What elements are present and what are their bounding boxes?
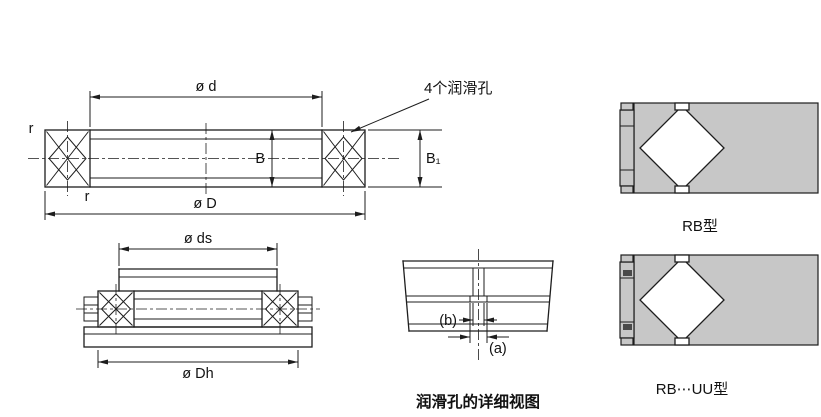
fillet-label-top: r (29, 121, 34, 137)
shaft-seat (118, 268, 278, 292)
detail-view-caption: 润滑孔的详细视图 (416, 392, 540, 411)
side-clamps (83, 296, 313, 322)
seals (623, 270, 632, 330)
fillet-label-bottom: r (85, 189, 90, 205)
rb-type-label: RB型 (682, 218, 718, 235)
lube-hole (469, 268, 488, 303)
right-roller-section (323, 131, 365, 186)
rb-uu-type-label: RB⋯UU型 (656, 381, 729, 398)
inner-ring-section (619, 254, 635, 346)
dim-width-B: B (255, 130, 275, 187)
main-section-view: ø d ø D B B₁ r r 4个润滑孔 (28, 79, 492, 220)
dim-a: (a) (448, 303, 509, 357)
lube-hole-detail-view: (b) (a) 润滑孔的详细视图 (402, 249, 554, 411)
housing-seat (83, 326, 313, 348)
dim-housing-seat: ø Dh (97, 350, 299, 382)
left-roller-section (46, 131, 89, 186)
spacer-notches (674, 102, 690, 194)
spacer-notches (674, 254, 690, 346)
dim-b-label: (b) (439, 313, 457, 329)
dim-outer-diameter: ø D (44, 191, 366, 220)
dim-bore-diameter: ø d (89, 79, 323, 127)
mounting-section-view: ø ds ø Dh (76, 231, 320, 382)
dim-width-label: B (255, 151, 265, 167)
inner-ring-section (619, 102, 635, 194)
dim-outer-width-label: B₁ (426, 151, 441, 167)
fillet-radius-labels: r r (29, 121, 90, 205)
dim-outer-label: ø D (193, 196, 216, 212)
dim-bore-label: ø d (196, 79, 217, 95)
rb-uu-type-view: RB⋯UU型 (619, 254, 819, 398)
dim-width-B1: B₁ (368, 129, 442, 188)
dim-shaft-seat: ø ds (118, 231, 278, 266)
rb-type-view: RB型 (619, 102, 819, 235)
dim-b: (b) (439, 303, 497, 329)
left-roller-section (99, 292, 133, 326)
lube-holes-callout: 4个润滑孔 (350, 80, 492, 133)
dim-shaft-seat-label: ø ds (184, 231, 212, 247)
bearing-outline (44, 129, 366, 188)
lube-holes-callout-label: 4个润滑孔 (424, 80, 492, 97)
dim-housing-seat-label: ø Dh (182, 366, 213, 382)
dim-a-label: (a) (489, 341, 507, 357)
right-roller-section (263, 292, 297, 326)
leader-arrow (350, 98, 430, 133)
